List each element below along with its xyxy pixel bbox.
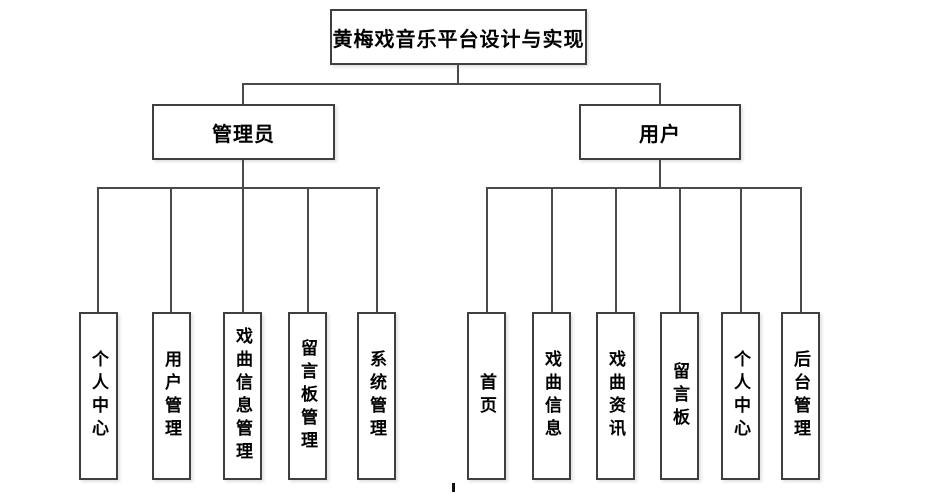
leaf-node-user-opera-info: 戏曲信息 (532, 312, 571, 480)
connector-user-drop-3 (615, 187, 617, 312)
branch-admin-label: 管理员 (212, 123, 275, 146)
connector-admin-rail (97, 187, 380, 189)
leaf-label: 个人中心 (89, 350, 108, 442)
leaf-label: 系统管理 (367, 350, 386, 442)
leaf-node-user-personal-center: 个人中心 (721, 312, 760, 480)
leaf-node-user-message-board: 留言板 (660, 312, 699, 480)
connector-user-drop-1 (486, 187, 488, 312)
leaf-label: 戏曲资讯 (606, 350, 625, 442)
branch-user-label: 用户 (639, 123, 681, 146)
leaf-node-admin-message-board-management: 留言板管理 (288, 312, 327, 480)
stray-mark (452, 483, 455, 492)
leaf-label: 戏曲信息管理 (233, 327, 252, 465)
leaf-node-admin-personal-center: 个人中心 (79, 312, 118, 480)
connector-root-stem (457, 64, 459, 85)
leaf-label: 戏曲信息 (542, 350, 561, 442)
connector-admin-drop-3 (242, 187, 244, 312)
connector-admin-drop-1 (97, 187, 99, 312)
connector-admin-drop-5 (376, 187, 378, 312)
leaf-node-user-opera-news: 戏曲资讯 (596, 312, 635, 480)
leaf-label: 留言板 (670, 361, 689, 431)
connector-admin-drop-4 (307, 187, 309, 312)
connector-admin-stem-top (242, 83, 244, 105)
connector-user-rail (486, 187, 802, 189)
connector-admin-stem-bottom (242, 160, 244, 189)
connector-user-drop-5 (740, 187, 742, 312)
branch-node-admin: 管理员 (152, 104, 335, 160)
connector-user-stem-top (659, 83, 661, 105)
root-node-label: 黄梅戏音乐平台设计与实现 (332, 28, 585, 51)
connector-user-stem-bottom (659, 160, 661, 189)
connector-user-drop-6 (800, 187, 802, 312)
connector-user-drop-4 (679, 187, 681, 312)
leaf-node-admin-user-management: 用户管理 (152, 312, 191, 480)
leaf-label: 用户管理 (162, 350, 181, 442)
leaf-node-admin-system-management: 系统管理 (357, 312, 396, 480)
leaf-label: 留言板管理 (298, 338, 317, 454)
leaf-label: 首页 (477, 373, 496, 419)
root-node-platform-title: 黄梅戏音乐平台设计与实现 (330, 9, 587, 65)
connector-branch-rail (242, 83, 661, 85)
connector-admin-drop-2 (170, 187, 172, 312)
leaf-node-user-backend-management: 后台管理 (781, 312, 820, 480)
leaf-label: 个人中心 (731, 350, 750, 442)
connector-user-drop-2 (551, 187, 553, 312)
branch-node-user: 用户 (579, 104, 741, 160)
leaf-node-user-home: 首页 (467, 312, 506, 480)
leaf-node-admin-opera-info-management: 戏曲信息管理 (223, 312, 262, 480)
leaf-label: 后台管理 (791, 350, 810, 442)
